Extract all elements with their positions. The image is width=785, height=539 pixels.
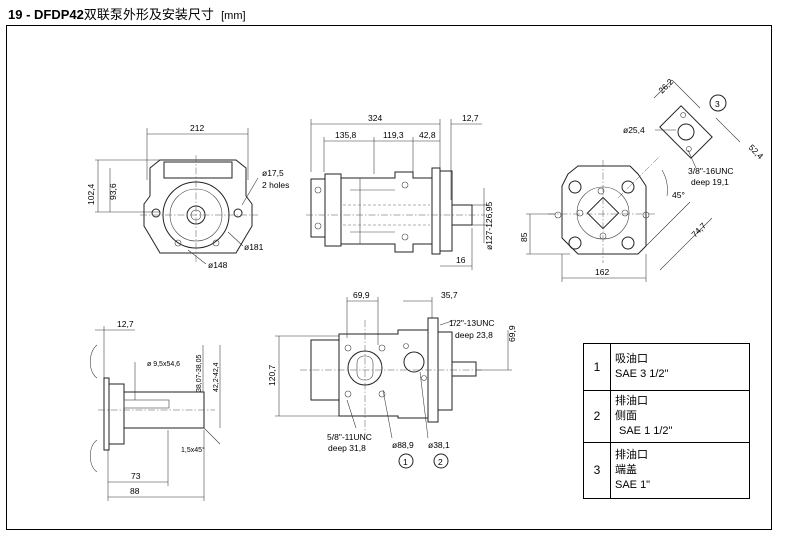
row-index: 2	[583, 390, 611, 443]
top-view: 69,9 35,7 1/2"-13UNC deep 23,8 69,9 120,…	[267, 290, 517, 469]
side-view: 324 12,7 135,8 119,3 42,8 ø127-126,95	[306, 113, 494, 270]
dim-rear-thread: 3/8"-16UNC	[688, 166, 734, 176]
dim-top-d1: ø88,9	[392, 440, 414, 450]
drawing-frame	[6, 25, 772, 530]
row-desc: 吸油口 SAE 3 1/2"	[610, 342, 750, 392]
dim-front-d148: ø148	[208, 260, 228, 270]
port-line: 侧面	[615, 409, 637, 422]
row-index: 3	[583, 441, 611, 500]
port-line: 吸油口	[615, 353, 648, 366]
dim-shaft-key: ø 9,5x54,6	[147, 361, 180, 368]
shaft-detail: 12,7 ø 9,5x54,6 38,07-38,05 42,2-42,4 1,…	[89, 319, 221, 501]
dim-side-e: 16	[456, 255, 466, 265]
table-row: 2 排油口侧面 SAE 1 1/2"	[583, 390, 750, 443]
dim-side-b: 119,3	[383, 130, 404, 140]
port-line: SAE 3 1/2"	[615, 368, 669, 381]
dim-top-h: 120,7	[267, 364, 277, 386]
dim-top-b: 35,7	[441, 290, 458, 300]
dim-top-thread2: 5/8"-11UNC	[327, 432, 372, 442]
row-index: 1	[583, 342, 611, 392]
callout-2: 2	[438, 457, 443, 467]
page-title: 19 - DFDP42双联泵外形及安装尺寸 [mm]	[8, 4, 246, 23]
dim-rear-angle: 45°	[672, 190, 685, 200]
dim-side-a: 135,8	[335, 130, 357, 140]
dim-front-width: 212	[190, 123, 204, 133]
port-line: 排油口	[615, 394, 648, 407]
title-model: DFDP42	[34, 7, 84, 22]
row-desc: 排油口侧面 SAE 1 1/2"	[610, 390, 750, 443]
dim-shaft-v1: 38,07-38,05	[196, 355, 203, 392]
dim-top-c: 69,9	[507, 325, 517, 342]
dim-front-h1: 102,4	[86, 183, 96, 205]
dim-side-d: 12,7	[462, 113, 479, 123]
port-line: SAE 1"	[615, 478, 651, 491]
dim-side-shaft: ø127-126,95	[484, 202, 494, 250]
title-chinese: 双联泵外形及安装尺寸	[83, 7, 214, 22]
dim-rear-deep: deep 19,1	[691, 177, 729, 187]
port-line: 端盖	[615, 463, 637, 476]
front-view: 212 102,4 93,6 ø17,5 2 holes ø181 ø148	[86, 123, 289, 270]
table-row: 3 排油口端盖 SAE 1"	[583, 441, 750, 500]
dim-rear-port: ø25,4	[623, 125, 645, 135]
dim-rear-d: 74,7	[689, 220, 708, 239]
rear-view: 26,2 52,4 3 ø25,4 3/8"-16UNC deep 19,1 4…	[519, 76, 766, 282]
table-row: 1 吸油口 SAE 3 1/2"	[583, 342, 750, 392]
dim-top-deep1: deep 23,8	[455, 330, 493, 340]
dim-rear-w: 162	[595, 267, 609, 277]
callout-3: 3	[715, 99, 720, 109]
dim-shaft-chamfer: 1,5x45°	[181, 446, 205, 454]
row-desc: 排油口端盖 SAE 1"	[610, 441, 750, 500]
dim-rear-flange: 26,2	[656, 76, 675, 95]
title-number: 19 -	[8, 7, 35, 22]
dim-front-h2: 93,6	[108, 183, 118, 200]
dim-top-deep2: deep 31,8	[328, 443, 366, 453]
title-unit: [mm]	[221, 10, 246, 22]
dim-shaft-len1: 73	[131, 471, 141, 481]
callout-1: 1	[403, 457, 408, 467]
dim-shaft-len2: 88	[130, 486, 140, 496]
dim-rear-f: 52,4	[747, 142, 766, 161]
dim-side-c: 42,8	[419, 130, 436, 140]
dim-top-a: 69,9	[353, 290, 370, 300]
port-line: SAE 1 1/2"	[619, 424, 673, 437]
port-line: 排油口	[615, 448, 648, 461]
dim-shaft-a: 12,7	[117, 319, 134, 329]
dim-front-holes-count: 2 holes	[262, 180, 289, 190]
dim-shaft-v2: 42,2-42,4	[213, 362, 220, 392]
dim-front-d181: ø181	[244, 242, 264, 252]
dim-top-d2: ø38,1	[428, 440, 450, 450]
dim-side-total: 324	[368, 113, 382, 123]
dim-rear-h85: 85	[519, 232, 529, 242]
dim-top-thread1: 1/2"-13UNC	[449, 318, 495, 328]
dim-front-hole: ø17,5	[262, 168, 284, 178]
